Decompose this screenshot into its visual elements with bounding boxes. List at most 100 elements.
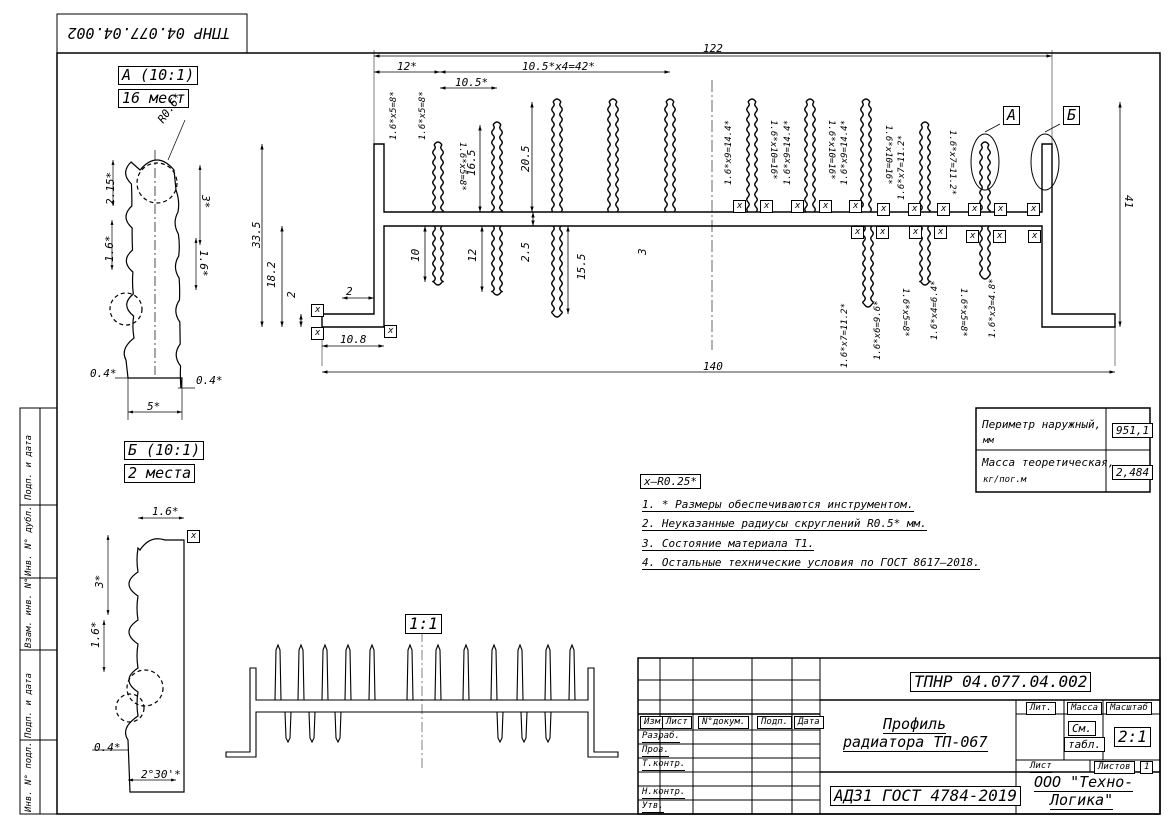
note-1: 1. * Размеры обеспечиваются инструментом… (642, 498, 914, 512)
fin-tip (665, 98, 675, 103)
corner-mark: x (937, 203, 951, 216)
dim-10: 10 (409, 248, 422, 262)
detail-b-mark: x (187, 530, 201, 543)
fin-tip (433, 281, 443, 286)
detail-a-count: 16 мест (118, 89, 190, 108)
detail-a-pitch: 1.6* (103, 235, 116, 263)
fin-right-edge (615, 101, 619, 213)
scale-1-1-label: 1:1 (405, 614, 442, 634)
fin-left-edge (432, 225, 436, 283)
fin-left-edge (432, 144, 436, 213)
mass-label: Масса теоретическая, (982, 456, 1115, 469)
note-3: 3. Состояние материала Т1. (642, 537, 815, 551)
title-scale: Масштаб (1106, 702, 1152, 715)
mini-fin (284, 711, 292, 744)
mini-fin (520, 711, 528, 744)
mini-fin (321, 643, 329, 701)
leader-b (1044, 123, 1061, 133)
title-org-2: Логика" (1050, 791, 1114, 810)
perimeter-unit: мм (983, 436, 994, 446)
mini-fin (516, 643, 524, 701)
dim-20-5: 20.5 (519, 145, 532, 173)
mini-fin (544, 711, 552, 744)
dimension-lines (260, 50, 1122, 374)
mini-fin (496, 711, 504, 744)
detail-b-drawing (92, 516, 185, 793)
mini-fin (544, 643, 552, 701)
dim-15-5: 15.5 (575, 253, 588, 281)
fin-left-edge (551, 101, 555, 213)
fin-left-edge (979, 225, 983, 277)
fin-dim-2: 1.6*x5=8* (418, 91, 428, 140)
fin-right-edge (440, 144, 444, 213)
fin-tip (920, 281, 930, 286)
fin-dim-7: 1.6*x10=16* (826, 120, 836, 180)
fin-dim-b3: 1.6*x5=8* (900, 288, 910, 337)
corner-mark: x (311, 304, 325, 317)
mini-fin (462, 643, 470, 701)
mini-fin (297, 643, 305, 701)
corner-mark: x (791, 200, 805, 213)
corner-mark: x (311, 327, 325, 340)
dim-10-5: 10.5* (455, 76, 489, 89)
perimeter-label: Периметр наружный, (982, 418, 1102, 431)
mini-fin (308, 711, 316, 744)
fin-dim-4: 1.6*x9=14.4* (724, 119, 734, 185)
fin-left-edge (979, 144, 983, 213)
dim-2-h: 2 (285, 291, 298, 298)
title-code: ТПНР 04.077.04.002 (910, 672, 1092, 692)
title-sheet: Лист (1030, 761, 1052, 773)
detail-a-left: 0.4* (90, 367, 117, 380)
corner-mark: x (877, 203, 891, 216)
corner-mark: x (934, 226, 948, 239)
note-2: 2. Неуказанные радиусы скруглений R0.5* … (642, 517, 927, 531)
dim-33-5: 33.5 (250, 221, 263, 249)
detail-a-title: А (10:1) (118, 66, 199, 85)
title-sheets-val: 1 (1140, 761, 1154, 774)
title-list: Лист (662, 716, 692, 729)
fin-dim-b5: 1.6*x5=8* (958, 288, 968, 337)
fin-dim-b1: 1.6*x7=11.2* (840, 302, 850, 368)
fin-right-edge (868, 101, 872, 213)
title-org-1: ООО "Техно- (1034, 773, 1134, 792)
fin-tip (608, 98, 618, 103)
corner-mark: x (851, 226, 865, 239)
corner-mark: x (1027, 203, 1041, 216)
corner-mark: x (993, 230, 1007, 243)
title-sign: Подп. (757, 716, 793, 729)
title-sheets: Листов (1094, 761, 1135, 774)
fin-tip (861, 98, 871, 103)
section-b-oval (1030, 133, 1060, 191)
title-material: АД31 ГОСТ 4784-2019 (830, 786, 1022, 806)
corner-mark: x (966, 230, 980, 243)
detail-b-width: 1.6* (152, 505, 179, 518)
fin-right-edge (440, 225, 444, 283)
corner-mark: x (849, 200, 863, 213)
title-nkontr: Н.контр. (642, 787, 686, 799)
title-name-2: радиатора ТП-067 (843, 733, 988, 752)
corner-mark: x (760, 200, 774, 213)
side-stamp-1: Подп. и дата (24, 434, 34, 500)
detail-b-pitch: 1.6* (89, 621, 102, 649)
side-stamp-5: Инв. N° подл. (24, 741, 34, 812)
corner-mark: x (876, 226, 890, 239)
fin-right-edge (499, 225, 503, 293)
side-stamp-3: Взам. инв. N° (24, 577, 34, 648)
detail-b-title: Б (10:1) (124, 441, 205, 460)
detail-a-wave-h: 3* (199, 195, 212, 209)
fin-dim-b6: 1.6*x3=4.8* (988, 278, 998, 338)
doc-code-rotated: ТПНР 04.077.04.002 (67, 24, 230, 42)
mini-fin (334, 711, 342, 744)
note-4: 4. Остальные технические условия по ГОСТ… (642, 556, 980, 570)
detail-b-angle: 2°30'* (141, 768, 181, 781)
mini-fin (434, 643, 442, 701)
side-stamp-4: Подп. и дата (24, 672, 34, 738)
section-a-oval (970, 133, 1000, 191)
fin-dim-3: 1.6*x5=8* (457, 142, 467, 191)
corner-mark: x (908, 203, 922, 216)
title-razrab: Разраб. (642, 731, 680, 743)
corner-mark: x (1028, 230, 1042, 243)
fin-dim-8: 1.6*x9=14.4* (840, 119, 850, 185)
fin-right-edge (812, 101, 816, 213)
fin-left-edge (862, 225, 866, 305)
